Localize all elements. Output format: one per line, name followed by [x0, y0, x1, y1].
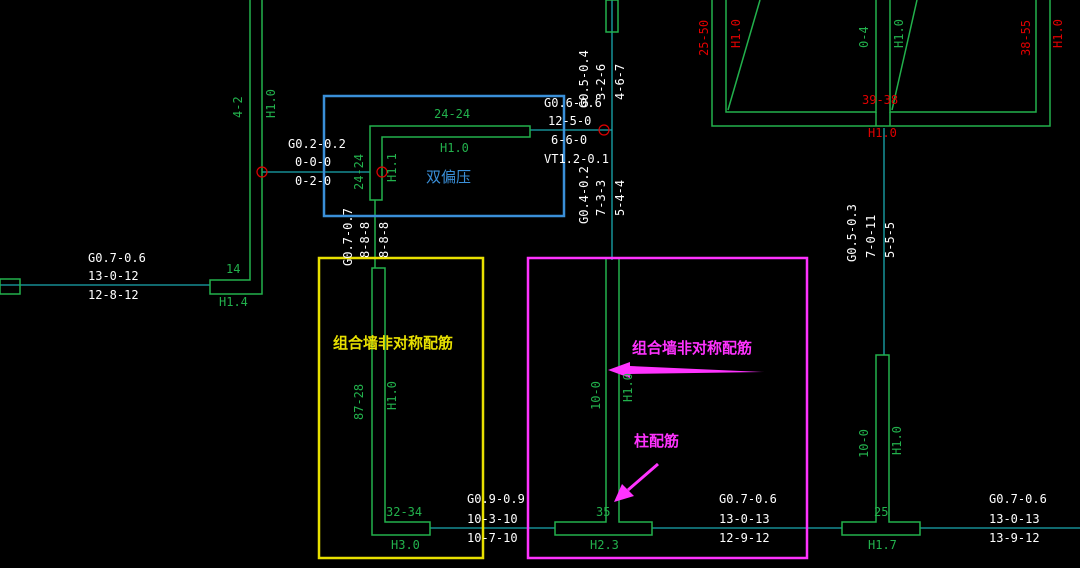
label: 25-50: [697, 20, 711, 56]
label: 13-0-13: [989, 512, 1040, 526]
label: 24-24: [434, 107, 470, 121]
label: G0.5-0.4: [577, 50, 591, 108]
label: 4-6-7: [613, 64, 627, 100]
label: 12-5-0: [548, 114, 591, 128]
label: H1.1: [385, 153, 399, 182]
node-marker-circle: [376, 166, 388, 178]
label: 10-0: [589, 381, 603, 410]
label: H1.0: [890, 426, 904, 455]
label: 7-0-11: [864, 215, 878, 258]
label: 14: [226, 262, 240, 276]
label: H2.3: [590, 538, 619, 552]
column-reinforcement-label: 柱配筋: [634, 432, 679, 450]
label: G0.7-0.6: [719, 492, 777, 506]
label: 24-24: [352, 154, 366, 190]
label: 13-0-13: [719, 512, 770, 526]
label: H3.0: [391, 538, 420, 552]
label: 35: [596, 505, 610, 519]
label: H1.7: [868, 538, 897, 552]
label: H1.0: [621, 373, 635, 402]
node-markers: [256, 124, 610, 178]
label: 8-8-8: [358, 222, 372, 258]
label: 5-4-4: [613, 180, 627, 216]
node-marker-circle: [256, 166, 268, 178]
label: 87-28: [352, 384, 366, 420]
label: H1.4: [219, 295, 248, 309]
label: 32-34: [386, 505, 422, 519]
label: G0.7-0.6: [88, 251, 146, 265]
label: 13-9-12: [989, 531, 1040, 545]
label: 10-0: [857, 429, 871, 458]
green-labels: 4-2 H1.0 14 H1.4 24-24 24-24 H1.0 H1.1 8…: [219, 19, 906, 552]
label: H1.0: [440, 141, 469, 155]
label: G0.7-0.7: [341, 208, 355, 266]
label: VT1.2-0.1: [544, 152, 609, 166]
label: 8-8-8: [377, 222, 391, 258]
label: 4-2: [231, 96, 245, 118]
label: 7-3-3: [594, 180, 608, 216]
double-bias-box: [322, 94, 566, 218]
label: H1.0: [1051, 19, 1065, 48]
label: 13-0-12: [88, 269, 139, 283]
arrow-shape: [614, 484, 634, 502]
label: G0.4-0.2: [577, 166, 591, 224]
label: 0-2-0: [295, 174, 331, 188]
label: 12-9-12: [719, 531, 770, 545]
label: G0.2-0.2: [288, 137, 346, 151]
label: G0.7-0.6: [989, 492, 1047, 506]
label: 25: [874, 505, 888, 519]
combo-wall-box-yellow: [317, 256, 485, 560]
label: 6-6-0: [551, 133, 587, 147]
label: 38-55: [1019, 20, 1033, 56]
label: 10-7-10: [467, 531, 518, 545]
combo-wall-label-yellow: 组合墙非对称配筋: [333, 334, 453, 352]
arrow-shape: [608, 362, 764, 378]
wall-outlines: [0, 0, 1051, 536]
label: 3-2-6: [594, 64, 608, 100]
label: H1.0: [868, 126, 897, 140]
pointer-arrows: [608, 362, 764, 502]
label: H1.0: [729, 19, 743, 48]
label: G0.6-0.6: [544, 96, 602, 110]
label: 10-3-10: [467, 512, 518, 526]
label: 0-4: [857, 26, 871, 48]
combo-wall-label-magenta: 组合墙非对称配筋: [632, 339, 752, 357]
label: G0.9-0.9: [467, 492, 525, 506]
label: H1.0: [385, 381, 399, 410]
white-labels: G0.7-0.6 13-0-12 12-8-12 G0.2-0.2 0-0-0 …: [88, 50, 1047, 545]
label: G0.5-0.3: [845, 204, 859, 262]
label: 12-8-12: [88, 288, 139, 302]
beam-lines: [0, 0, 1080, 529]
double-bias-label: 双偏压: [426, 168, 471, 186]
red-labels: 25-50 H1.0 39-38 H1.0 38-55 H1.0: [697, 19, 1065, 140]
label: H1.0: [264, 89, 278, 118]
node-marker-circle: [598, 124, 610, 136]
label: 39-38: [862, 93, 898, 107]
arrow-shape: [627, 462, 659, 492]
label: 5-5-5: [883, 222, 897, 258]
label: 0-0-0: [295, 155, 331, 169]
label: H1.0: [892, 19, 906, 48]
combo-wall-box-magenta: [526, 256, 809, 560]
